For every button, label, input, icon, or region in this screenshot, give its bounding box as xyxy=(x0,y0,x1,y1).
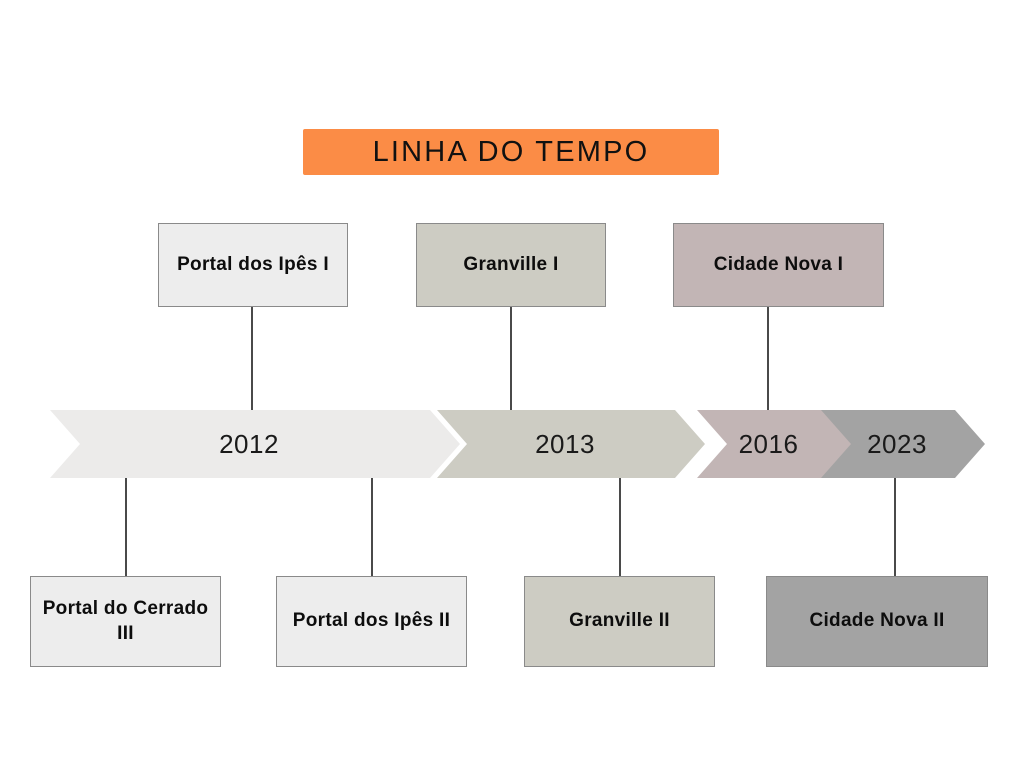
event-box-portal-dos-ipes-ii[interactable]: Portal dos Ipês II xyxy=(276,576,467,667)
timeline-segment-2012[interactable]: 2012 xyxy=(50,410,460,478)
timeline-bar: 2012 2013 2016 2023 xyxy=(0,410,1024,480)
connector-portal-dos-ipes-ii xyxy=(371,478,373,576)
event-box-portal-do-cerrado-iii[interactable]: Portal do Cerrado III xyxy=(30,576,221,667)
event-box-label: Portal dos Ipês II xyxy=(292,610,451,632)
event-box-granville-ii[interactable]: Granville II xyxy=(524,576,715,667)
event-box-label: Granville I xyxy=(463,253,559,275)
event-box-granville-i[interactable]: Granville I xyxy=(416,223,606,307)
timeline-segment-2013[interactable]: 2013 xyxy=(437,410,705,478)
event-box-label: Portal dos Ipês I xyxy=(177,253,329,275)
event-box-cidade-nova-ii[interactable]: Cidade Nova II xyxy=(766,576,988,667)
event-box-cidade-nova-i[interactable]: Cidade Nova I xyxy=(673,223,884,307)
connector-portal-dos-ipes-i xyxy=(251,307,253,411)
event-box-label: Cidade Nova I xyxy=(713,253,844,275)
connector-cidade-nova-i xyxy=(767,307,769,411)
connector-cidade-nova-ii xyxy=(894,478,896,576)
event-box-label: Granville II xyxy=(569,610,670,632)
diagram-title-banner: LINHA DO TEMPO xyxy=(303,129,719,175)
event-box-label: Portal do Cerrado III xyxy=(42,597,209,644)
connector-granville-i xyxy=(510,307,512,411)
event-box-portal-dos-ipes-i[interactable]: Portal dos Ipês I xyxy=(158,223,348,307)
timeline-segment-2016[interactable]: 2016 xyxy=(697,410,852,478)
timeline-year-label: 2023 xyxy=(867,429,927,459)
timeline-year-label: 2013 xyxy=(535,429,595,459)
timeline-year-label: 2016 xyxy=(738,429,799,459)
timeline-year-label: 2012 xyxy=(219,429,279,459)
connector-portal-do-cerrado-iii xyxy=(125,478,127,576)
connector-granville-ii xyxy=(619,478,621,576)
diagram-title: LINHA DO TEMPO xyxy=(372,135,650,168)
event-box-label: Cidade Nova II xyxy=(809,610,945,632)
